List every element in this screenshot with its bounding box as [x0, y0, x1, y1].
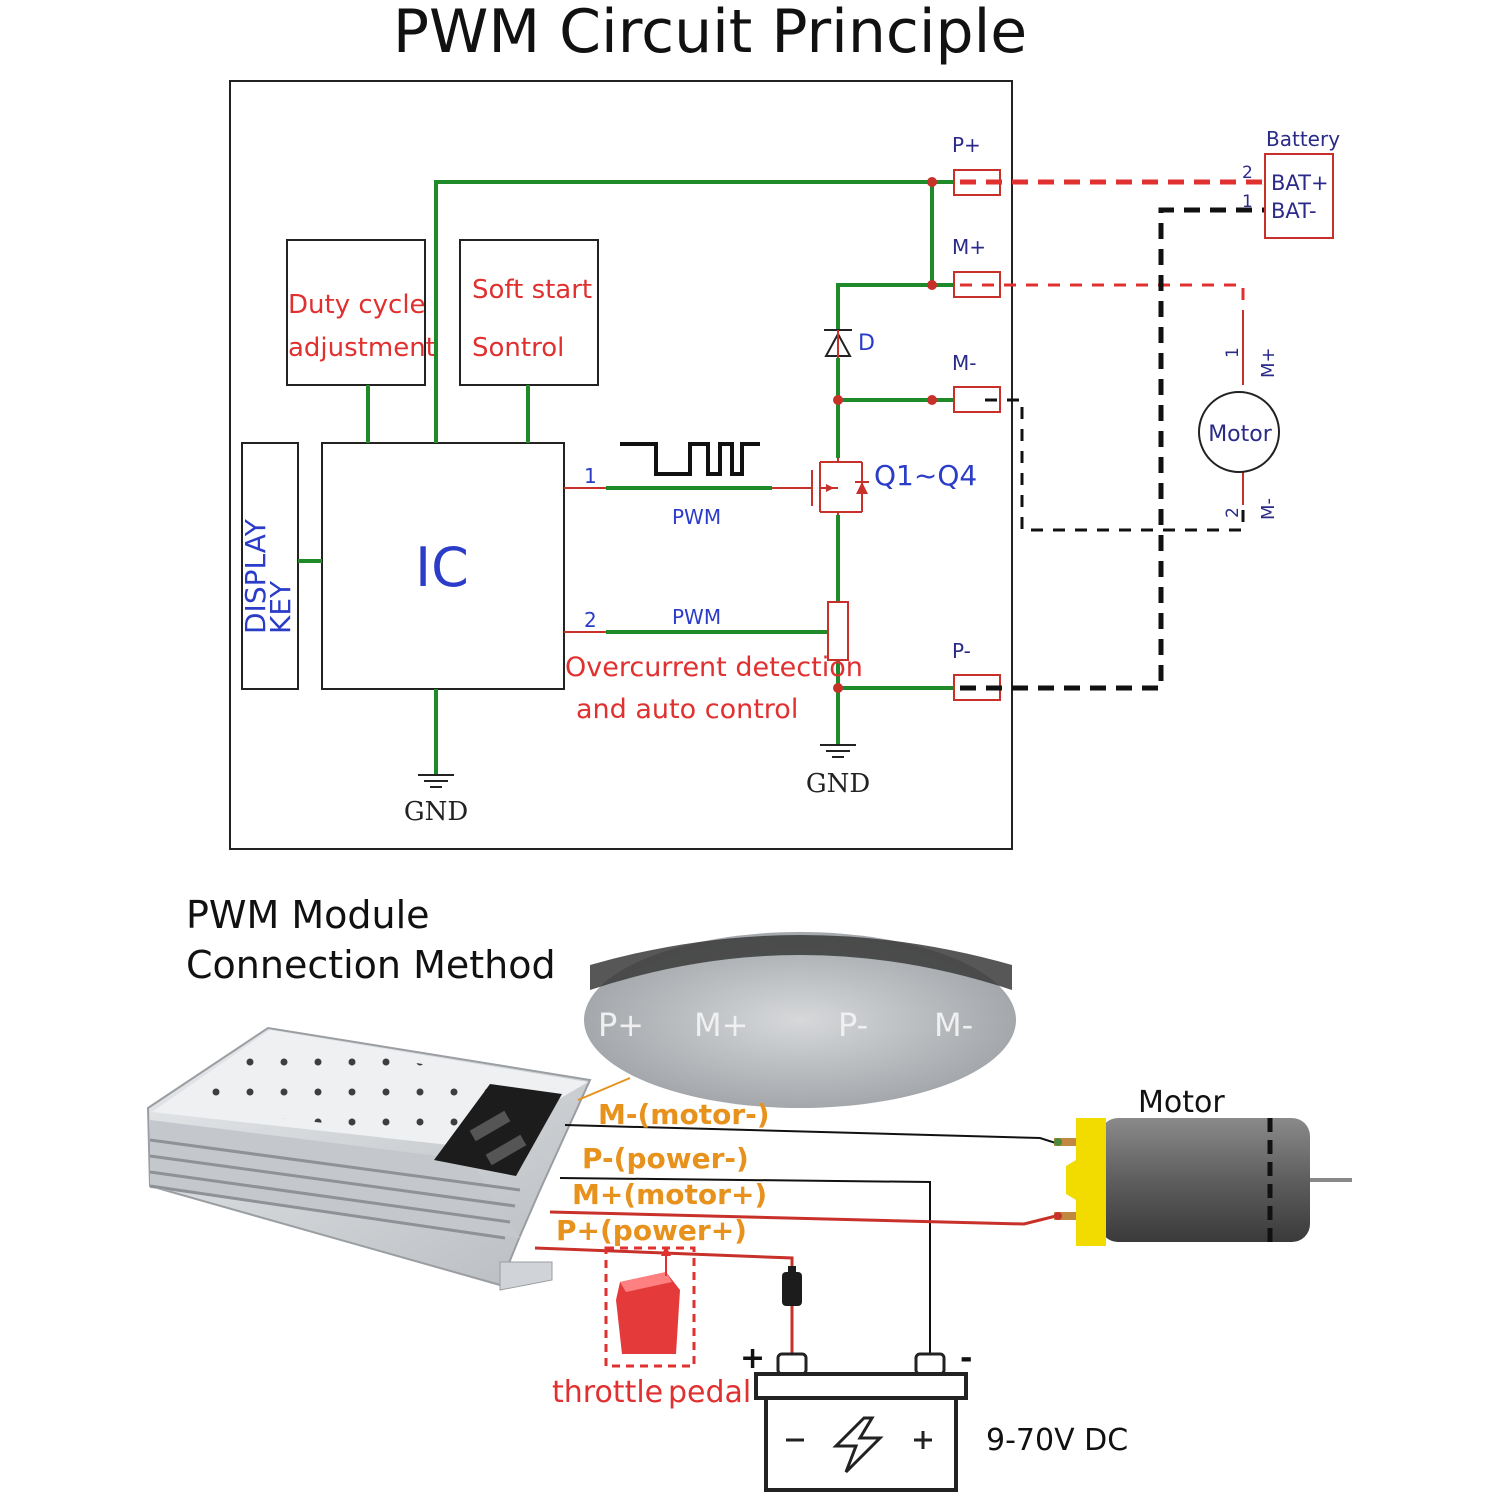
fuse-icon — [782, 1266, 802, 1306]
page-title: PWM Circuit Principle — [393, 0, 1027, 67]
terminal-label-m-plus: M+ — [952, 235, 986, 259]
motor-schematic: Motor 1 M+ 2 M- — [1198, 310, 1280, 520]
wire-label-p-plus: P+(power+) — [556, 1214, 747, 1247]
gnd-label-right: GND — [806, 769, 870, 799]
pwm-waveform — [620, 442, 760, 476]
duty-cycle-block: Duty cycle adjustment — [286, 239, 436, 386]
motor-schematic-label: Motor — [1208, 422, 1273, 447]
pedal-label: pedal — [668, 1375, 751, 1410]
green-wires — [298, 180, 958, 775]
motor-pin-2-name: M- — [1258, 498, 1279, 520]
terminal-p-minus: P- — [952, 639, 1001, 701]
diode-symbol: D — [824, 329, 875, 358]
terminal-label-m-minus: M- — [952, 351, 976, 375]
terminal-label-p-plus: P+ — [952, 133, 981, 157]
ic-pin-1: 1 — [584, 464, 597, 488]
soft-start-label-1: Soft start — [472, 275, 592, 305]
soft-start-block: Soft start Sontrol — [459, 239, 599, 386]
motor-pin-2: 2 — [1223, 507, 1243, 518]
motor-photo — [1054, 1118, 1352, 1246]
battery-pin-1: 1 — [1242, 192, 1253, 212]
overcurrent-label-2: and auto control — [576, 694, 798, 725]
battery-illustration — [754, 1352, 968, 1492]
junction-dots — [833, 177, 937, 693]
external-dashed-wires — [960, 179, 1265, 691]
throttle-pedal — [604, 1246, 696, 1368]
soft-start-label-2: Sontrol — [472, 333, 564, 363]
connection-heading-2: Connection Method — [186, 943, 556, 987]
terminal-m-minus: M- — [952, 351, 1001, 413]
motor-pin-1: 1 — [1223, 347, 1243, 358]
battery-bat-minus: BAT- — [1271, 199, 1317, 223]
duty-cycle-label-1: Duty cycle — [288, 290, 426, 320]
schematic-frame — [229, 80, 1013, 850]
gnd-label-left: GND — [404, 797, 468, 827]
ground-symbol-left: GND — [404, 774, 468, 827]
ic-pin-2: 2 — [584, 608, 597, 632]
mosfet-symbol: Q1~Q4 — [811, 458, 977, 515]
pwm-module-photo — [146, 1026, 592, 1291]
terminal-label-p-minus: P- — [952, 639, 971, 663]
battery-bat-plus: BAT+ — [1271, 171, 1329, 195]
display-key-block: DISPLAY KEY — [239, 442, 299, 690]
zoom-mark-p-minus: P- — [838, 1006, 868, 1044]
duty-cycle-label-2: adjustment — [288, 333, 436, 363]
shunt-resistor — [827, 601, 849, 661]
wire-label-m-minus: M-(motor-) — [598, 1098, 770, 1131]
wire-label-m-plus: M+(motor+) — [572, 1178, 767, 1211]
terminal-zoom-photo: P+ M+ P- M- — [584, 932, 1016, 1108]
throttle-label: throttle — [552, 1375, 663, 1410]
connection-wires — [534, 1077, 1063, 1360]
terminal-m-plus: M+ — [952, 235, 1001, 298]
motor-photo-label: Motor — [1138, 1085, 1225, 1120]
zoom-mark-m-plus: M+ — [694, 1006, 748, 1044]
connection-heading-1: PWM Module — [186, 893, 430, 937]
mosfet-label: Q1~Q4 — [874, 459, 977, 492]
ground-symbol-right: GND — [806, 744, 870, 799]
terminal-p-plus: P+ — [952, 133, 1001, 196]
battery-block: Battery 2 1 BAT+ BAT- — [1242, 127, 1340, 239]
battery-minus-sign: - — [960, 1341, 972, 1376]
battery-plus-sign: + — [740, 1341, 765, 1376]
pwm-label-2: PWM — [672, 605, 721, 629]
voltage-label: 9-70V DC — [986, 1423, 1128, 1458]
diode-label: D — [858, 331, 875, 356]
ic-label: IC — [415, 536, 469, 599]
battery-title: Battery — [1266, 127, 1340, 151]
red-pin-lines — [564, 487, 812, 633]
overcurrent-label-1: Overcurrent detection — [565, 652, 863, 683]
ic-block: IC — [321, 442, 565, 690]
motor-pin-1-name: M+ — [1258, 347, 1279, 378]
pwm-label-1: PWM — [672, 505, 721, 529]
zoom-mark-m-minus: M- — [934, 1006, 973, 1044]
key-label: KEY — [264, 580, 297, 634]
wire-label-p-minus: P-(power-) — [582, 1142, 749, 1175]
display-label: DISPLAY — [239, 518, 272, 634]
zoom-mark-p-plus: P+ — [598, 1006, 644, 1044]
battery-pin-2: 2 — [1242, 163, 1253, 183]
